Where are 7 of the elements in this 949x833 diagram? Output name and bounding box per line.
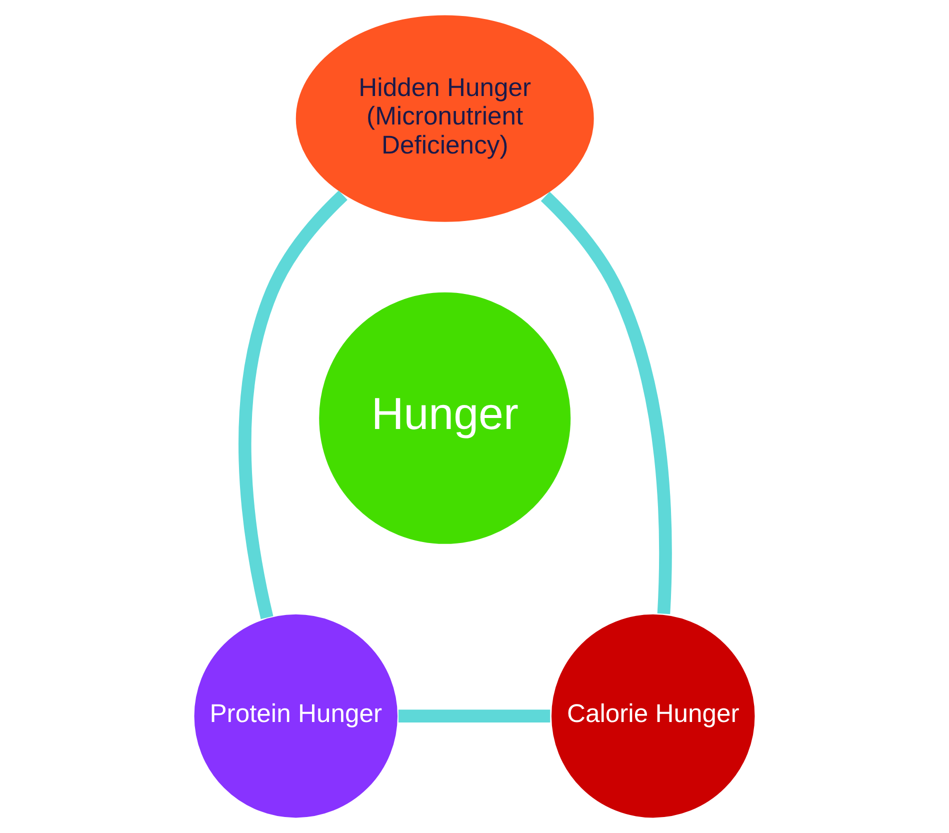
connector bbox=[238, 190, 348, 620]
node-circle: Hunger bbox=[318, 290, 572, 546]
node-circle: Calorie Hunger bbox=[550, 612, 756, 820]
node-ellipse: Hidden Hunger (Micronutrient Deficiency) bbox=[294, 14, 596, 224]
node-circle: Protein Hunger bbox=[192, 612, 400, 820]
connector bbox=[398, 710, 550, 722]
connector bbox=[540, 192, 672, 614]
